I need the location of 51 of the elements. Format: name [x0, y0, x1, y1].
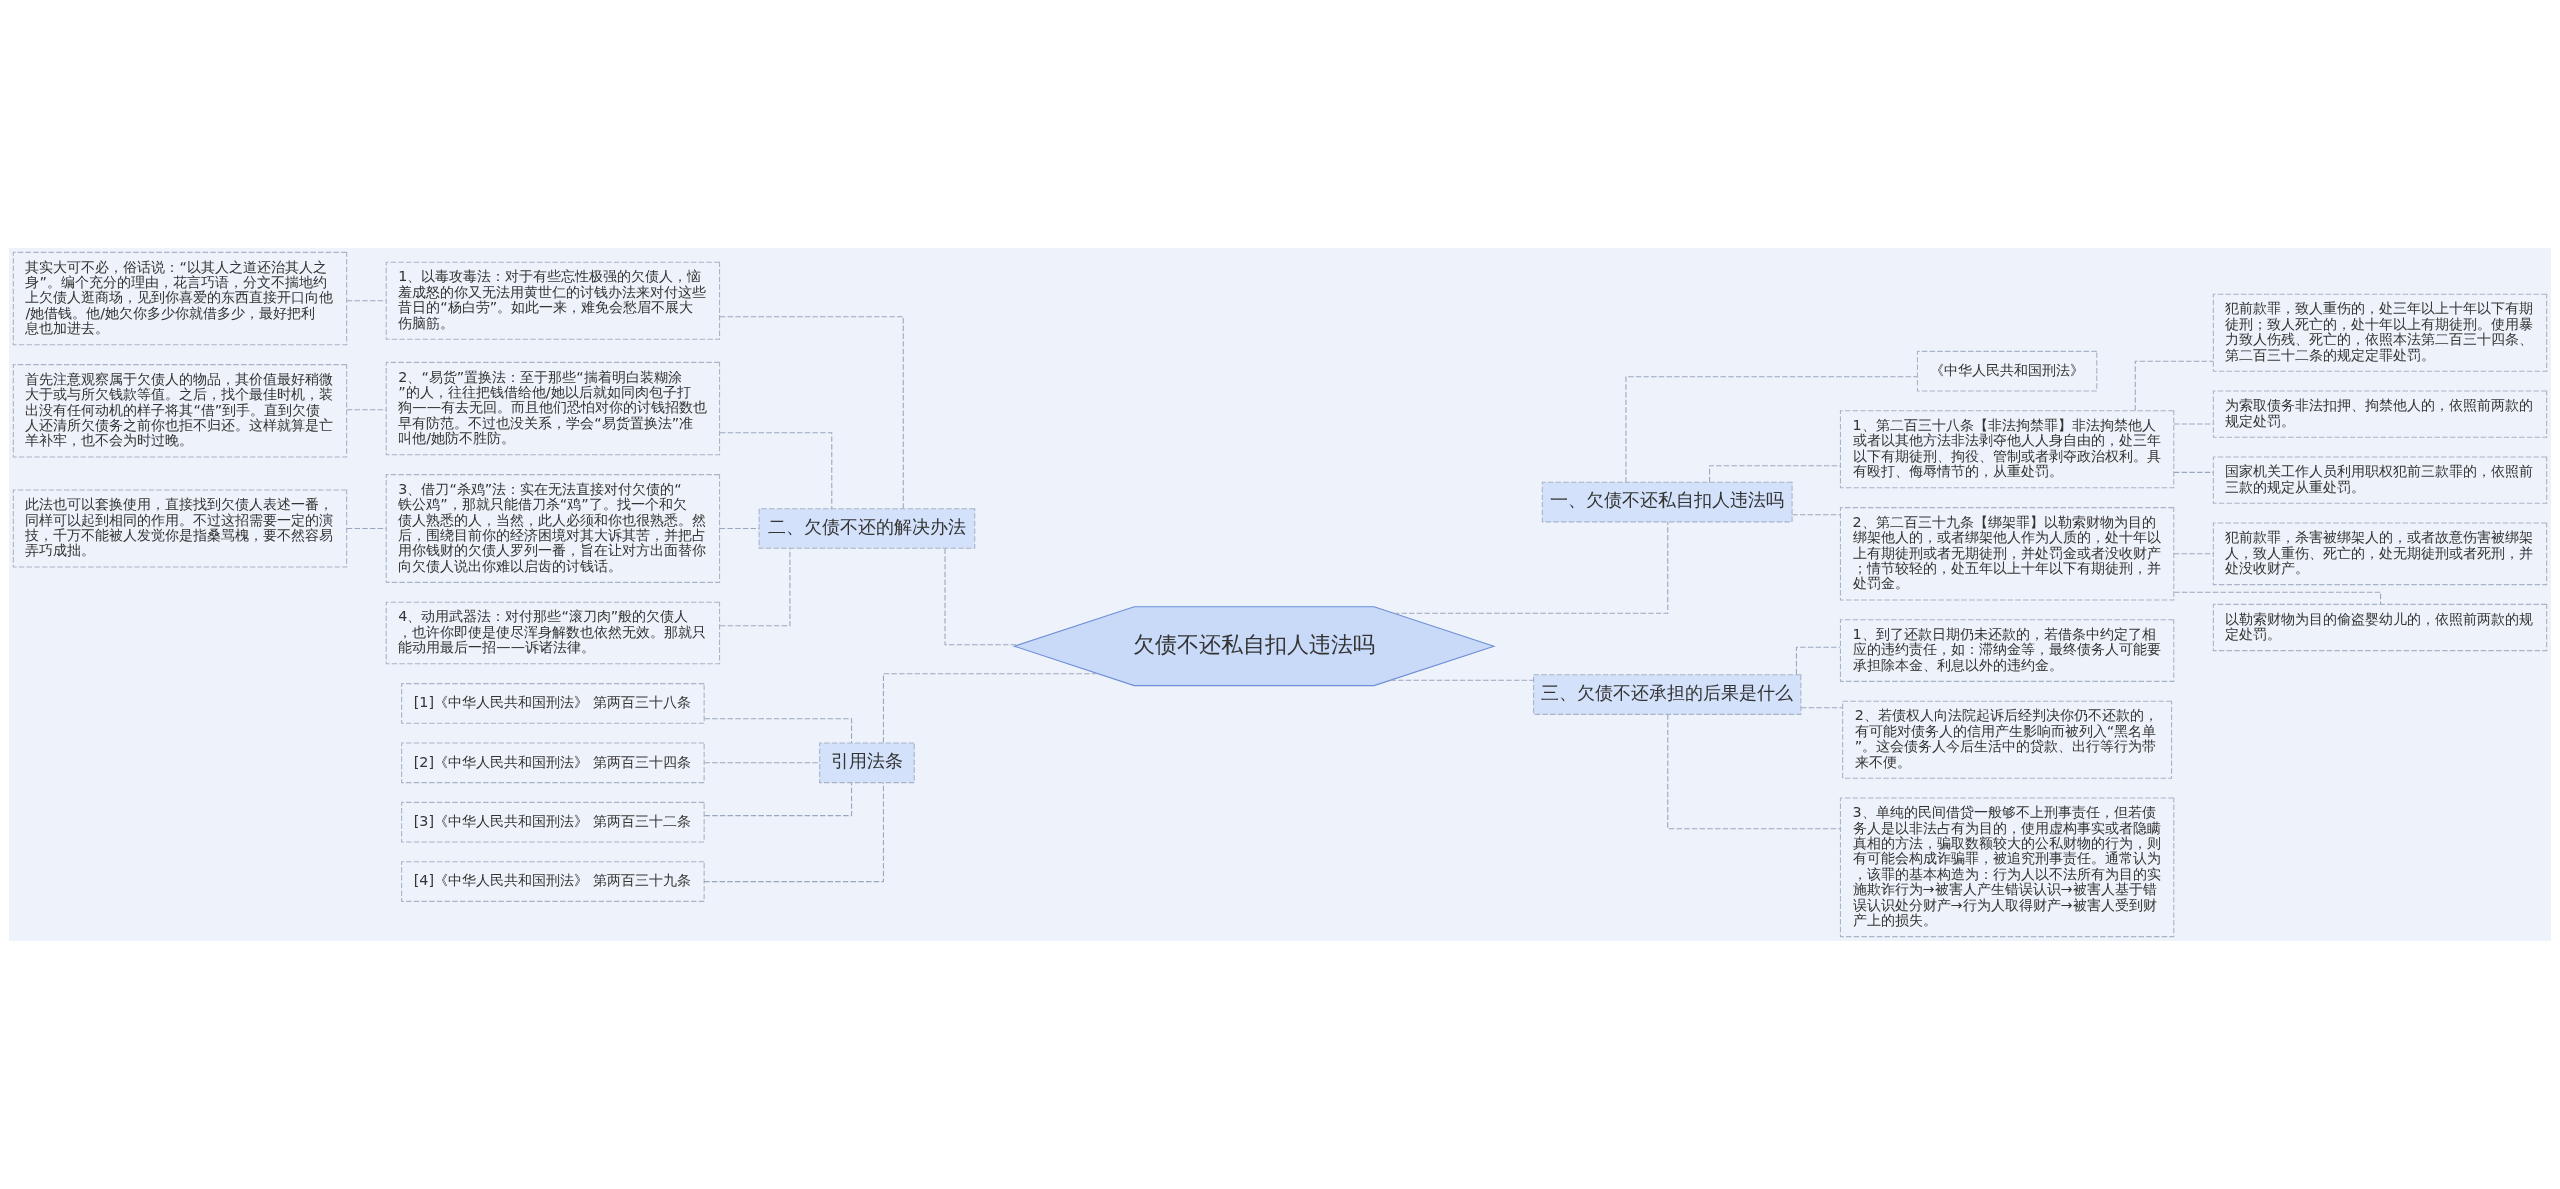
connector — [719, 316, 904, 510]
connector — [346, 409, 387, 411]
node-box: 首先注意观察属于欠债人的物品，其价值最好稍微大于或与所欠钱款等值。之后，找个最佳时机，装出没有任何动机的样子将其“借”到手。直到欠债人还清所欠债务之前你也拒不归还。这样就算是亡羊补牢，也不会为时过晚。 — [12, 364, 348, 458]
node-box: 一、欠债不还私自扣人违法吗 — [1541, 481, 1793, 523]
connector — [1625, 376, 1918, 483]
node-box: 此法也可以套换使用，直接找到欠债人表述一番，同样可以起到相同的作用。不过这招需要一定的演技，千万不能被人发觉你是指桑骂槐，要不然容易弄巧成拙。 — [12, 489, 348, 568]
connector — [944, 548, 1020, 646]
connector — [1791, 514, 1841, 516]
node-box: 1、以毒攻毒法：对于有些忘性极强的欠债人，恼羞成怒的你又无法用黄世仁的讨钱办法来对付这些昔日的“杨白劳”。如此一来，难免会愁眉不展大伤脑筋。 — [385, 261, 721, 340]
connector — [346, 527, 387, 530]
connector — [719, 527, 760, 530]
node-box: 3、单纯的民间借贷一般够不上刑事责任，但若债务人是以非法占有为目的，使用虚构事实或者隐瞒真相的方法，骗取数额较大的公私财物的行为，则有可能会构成诈骗罪，被追究刑事责任。通常认为，该罪的基本构造为：行为人以不法所有为目的实施欺诈行为→被害人产生错误认识→被害人基于错误认识处分财产→行为人取得财产→被害人受到财产上的损失。 — [1839, 797, 2175, 938]
connector — [2173, 553, 2214, 555]
node-box: 4、动用武器法：对付那些“滚刀肉”般的欠债人，也许你即使是使尽浑身解数也依然无效。那就只能动用最后一招——诉诸法律。 — [385, 601, 721, 665]
node-box: 2、第二百三十九条【绑架罪】以勒索财物为目的绑架他人的，或者绑架他人作为人质的，处十年以上有期徒刑或者无期徒刑，并处罚金或者没收财产；情节较轻的，处五年以上十年以下有期徒刑，并处罚金。 — [1839, 507, 2175, 601]
connector — [1800, 707, 1844, 709]
connector — [1667, 713, 1841, 830]
node-box: 国家机关工作人员利用职权犯前三款罪的，依照前三款的规定从重处罚。 — [2212, 456, 2548, 504]
node-box: 二、欠债不还的解决办法 — [758, 508, 976, 549]
node-box: 1、第二百三十八条【非法拘禁罪】非法拘禁他人或者以其他方法非法剥夺他人人身自由的，处三年以下有期徒刑、拘役、管制或者剥夺政治权利。具有殴打、侮辱情节的，从重处罚。 — [1839, 410, 2175, 489]
node-box: [3]《中华人民共和国刑法》 第两百三十二条 — [401, 801, 705, 843]
node-box: [2]《中华人民共和国刑法》 第两百三十四条 — [401, 742, 705, 784]
node-box: 以勒索财物为目的偷盗婴幼儿的，依照前两款的规定处罚。 — [2212, 603, 2548, 652]
connector — [719, 432, 833, 510]
node-box: 《中华人民共和国刑法》 — [1916, 350, 2098, 392]
connector — [1795, 646, 1841, 675]
connector — [2173, 471, 2214, 473]
node-box: 其实大可不必，俗话说：“以其人之道还治其人之身”。编个充分的理由，花言巧语，分文不揣地约上欠债人逛商场，见到你喜爱的东西直接开口向他/她借钱。他/她欠你多少你就借多少，最好把利息也加进去。 — [12, 251, 348, 346]
node-box: 犯前款罪，杀害被绑架人的，或者故意伤害被绑架人，致人重伤、死亡的，处无期徒刑或者死刑，并处没收财产。 — [2212, 522, 2548, 586]
connector — [346, 300, 387, 302]
connector — [2134, 360, 2214, 411]
connector — [703, 762, 820, 764]
connector — [703, 718, 853, 744]
node-box: [1]《中华人民共和国刑法》 第两百三十八条 — [401, 683, 705, 724]
node-box: 三、欠债不还承担的后果是什么 — [1533, 674, 1802, 715]
node-box: 为索取债务非法扣押、拘禁他人的，依照前两款的规定处罚。 — [2212, 390, 2548, 438]
connector — [882, 673, 1099, 744]
node-box: 3、借刀“杀鸡”法：实在无法直接对付欠债的“铁公鸡”，那就只能借刀杀“鸡”了。找一个和欠债人熟悉的人，当然，此人必须和你也很熟悉。然后，围绕目前你的经济困境对其大诉其苦，并把占用你钱财的欠债人罗列一番，旨在让对方出面替你向欠债人说出你难以启齿的讨钱话。 — [385, 474, 721, 583]
node-box: [4]《中华人民共和国刑法》 第两百三十九条 — [401, 861, 705, 902]
connector — [703, 782, 884, 883]
connector — [1390, 679, 1534, 681]
connector — [1393, 521, 1669, 614]
node-box: 2、“易货”置换法：至于那些“揣着明白装糊涂”的人，往往把钱借给他/她以后就如同肉包子打狗——有去无回。而且他们恐怕对你的讨钱招数也早有防范。不过也没关系，学会“易货置换法”准叫他/她防不胜防。 — [385, 361, 721, 456]
connector — [703, 782, 853, 817]
connector — [2173, 423, 2214, 425]
node-box: 犯前款罪，致人重伤的，处三年以上十年以下有期徒刑；致人死亡的，处十年以上有期徒刑。使用暴力致人伤残、死亡的，依照本法第二百三十四条、第二百三十二条的规定定罪处罚。 — [2212, 293, 2548, 372]
node-box: 1、到了还款日期仍未还款的，若借条中约定了相应的违约责任，如：滞纳金等，最终债务人可能要承担除本金、利息以外的违约金。 — [1839, 619, 2175, 682]
node-box: 引用法条 — [819, 742, 915, 784]
node-box: 2、若债权人向法院起诉后经判决你仍不还款的，有可能对债务人的信用产生影响而被列入“黑名单”。这会债务人今后生活中的贷款、出行等行为带来不便。 — [1842, 700, 2173, 779]
connector — [719, 548, 791, 627]
connector — [2173, 591, 2382, 605]
